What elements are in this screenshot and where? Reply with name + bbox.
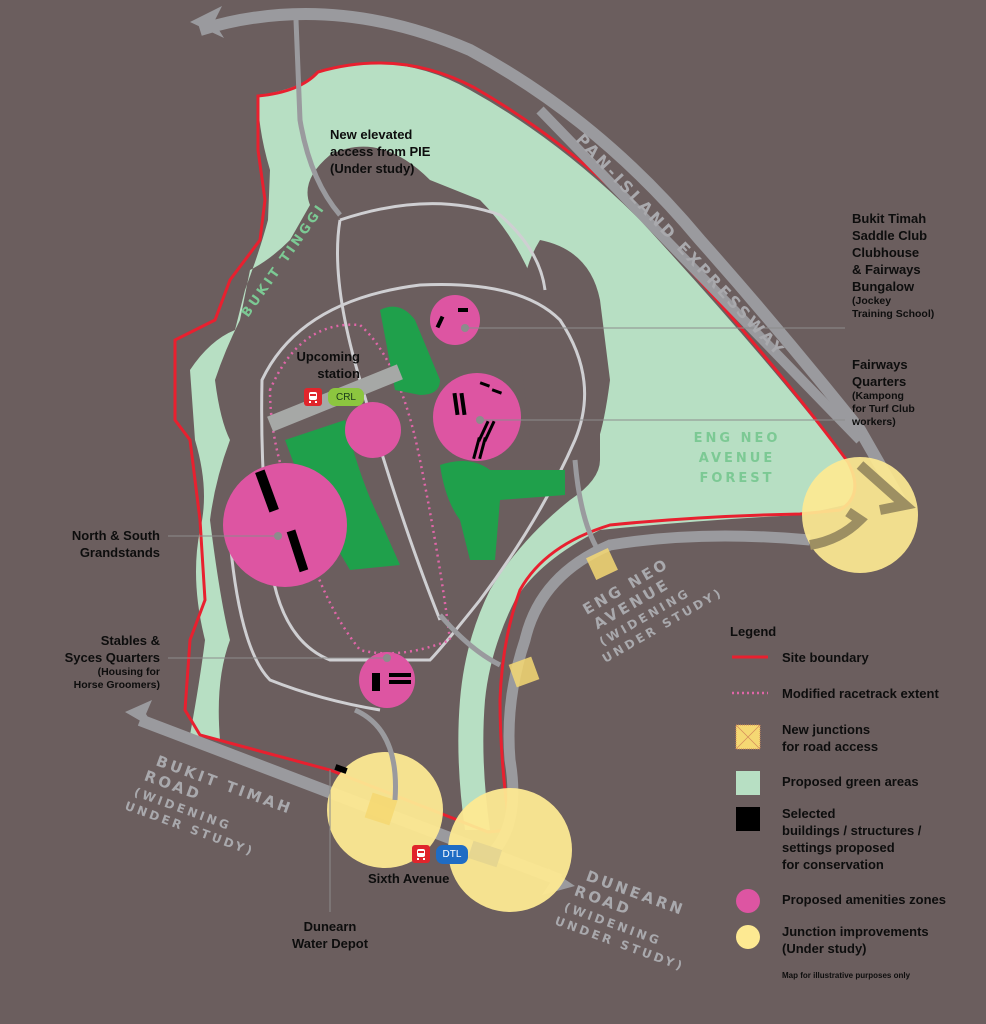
junction-improvement-dunearn (448, 788, 572, 912)
interior-lot (519, 240, 610, 470)
new-junction-eng-neo-south (508, 656, 540, 688)
amenity-zone-grandstands (223, 463, 347, 587)
grandstands-callout: North & South Grandstands (71, 528, 160, 560)
leader-lines (168, 327, 845, 912)
legend-item-conservation: Selected buildings / structures / settin… (730, 805, 986, 873)
eng-neo-avenue-road (490, 530, 811, 854)
pink-circle-icon (736, 889, 760, 913)
legend-item-racetrack: Modified racetrack extent (730, 685, 986, 707)
train-icon (304, 388, 322, 406)
forest-label: ENG NEO AVENUE FOREST (694, 431, 781, 486)
legend-item-amenities: Proposed amenities zones (730, 887, 986, 913)
pie-access-arrow (293, 19, 342, 217)
svg-text:ENG NEO: ENG NEO (694, 431, 781, 446)
amenity-zone-stables (359, 652, 415, 708)
upcoming-station-callout: Upcoming station (296, 349, 360, 381)
bukit-timah-access-arrow (353, 707, 398, 801)
pie-road (198, 8, 906, 503)
black-square-icon (736, 807, 760, 831)
pie-access-callout: New elevated access from PIE (Under stud… (330, 127, 431, 176)
yellow-circle-icon (736, 925, 760, 949)
new-junction-eng-neo (586, 548, 618, 580)
legend: Legend Site boundary Modified racetrack … (730, 624, 986, 980)
bukit-timah-arrow-icon (125, 700, 156, 730)
amenity-zone-saddle-club (430, 295, 480, 345)
legend-item-site-boundary: Site boundary (730, 649, 986, 671)
stables-callout: Stables & Syces Quarters (Housing for Ho… (64, 633, 160, 691)
new-junction-dunearn (467, 840, 503, 868)
proposed-green-area (190, 63, 855, 831)
svg-text:AVENUE: AVENUE (699, 451, 775, 466)
legend-title: Legend (730, 624, 777, 639)
green-field-west (285, 420, 400, 570)
red-line-icon (732, 655, 768, 659)
train-icon (412, 845, 430, 863)
water-depot-callout: Dunearn Water Depot (291, 919, 369, 951)
green-field-east (440, 461, 565, 560)
dtl-line-badge: DTL (436, 845, 468, 864)
legend-item-new-junctions: New junctions for road access (730, 721, 986, 755)
svg-text:FOREST: FOREST (699, 471, 774, 486)
crl-line-badge: CRL (328, 388, 364, 406)
conservation-buildings (255, 308, 503, 774)
pie-entry-arrow-icon (809, 507, 868, 550)
pie-west-arrow-icon (190, 6, 224, 38)
legend-note: Map for illustrative purposes only (782, 971, 911, 980)
dunearn-road-label: DUNEARN ROAD (WIDENING UNDER STUDY) (553, 867, 688, 974)
fairways-quarters-callout: Fairways Quarters (Kampong for Turf Club… (852, 357, 915, 428)
pie-diagonal-road (536, 106, 864, 444)
amenity-zone-central (345, 402, 401, 458)
legend-item-green-areas: Proposed green areas (730, 769, 986, 795)
saddle-club-callout: Bukit Timah Saddle Club Clubhouse & Fair… (852, 211, 935, 320)
legend-item-junction-improvements: Junction improvements (Under study) (730, 923, 986, 957)
new-junction-bukit-timah (364, 792, 398, 826)
dotted-line-icon (732, 691, 768, 695)
green-square-icon (736, 771, 760, 795)
pie-exit-arrow-icon (856, 461, 916, 515)
sixth-avenue-label: Sixth Avenue (368, 871, 450, 886)
junction-square-icon (735, 724, 761, 750)
